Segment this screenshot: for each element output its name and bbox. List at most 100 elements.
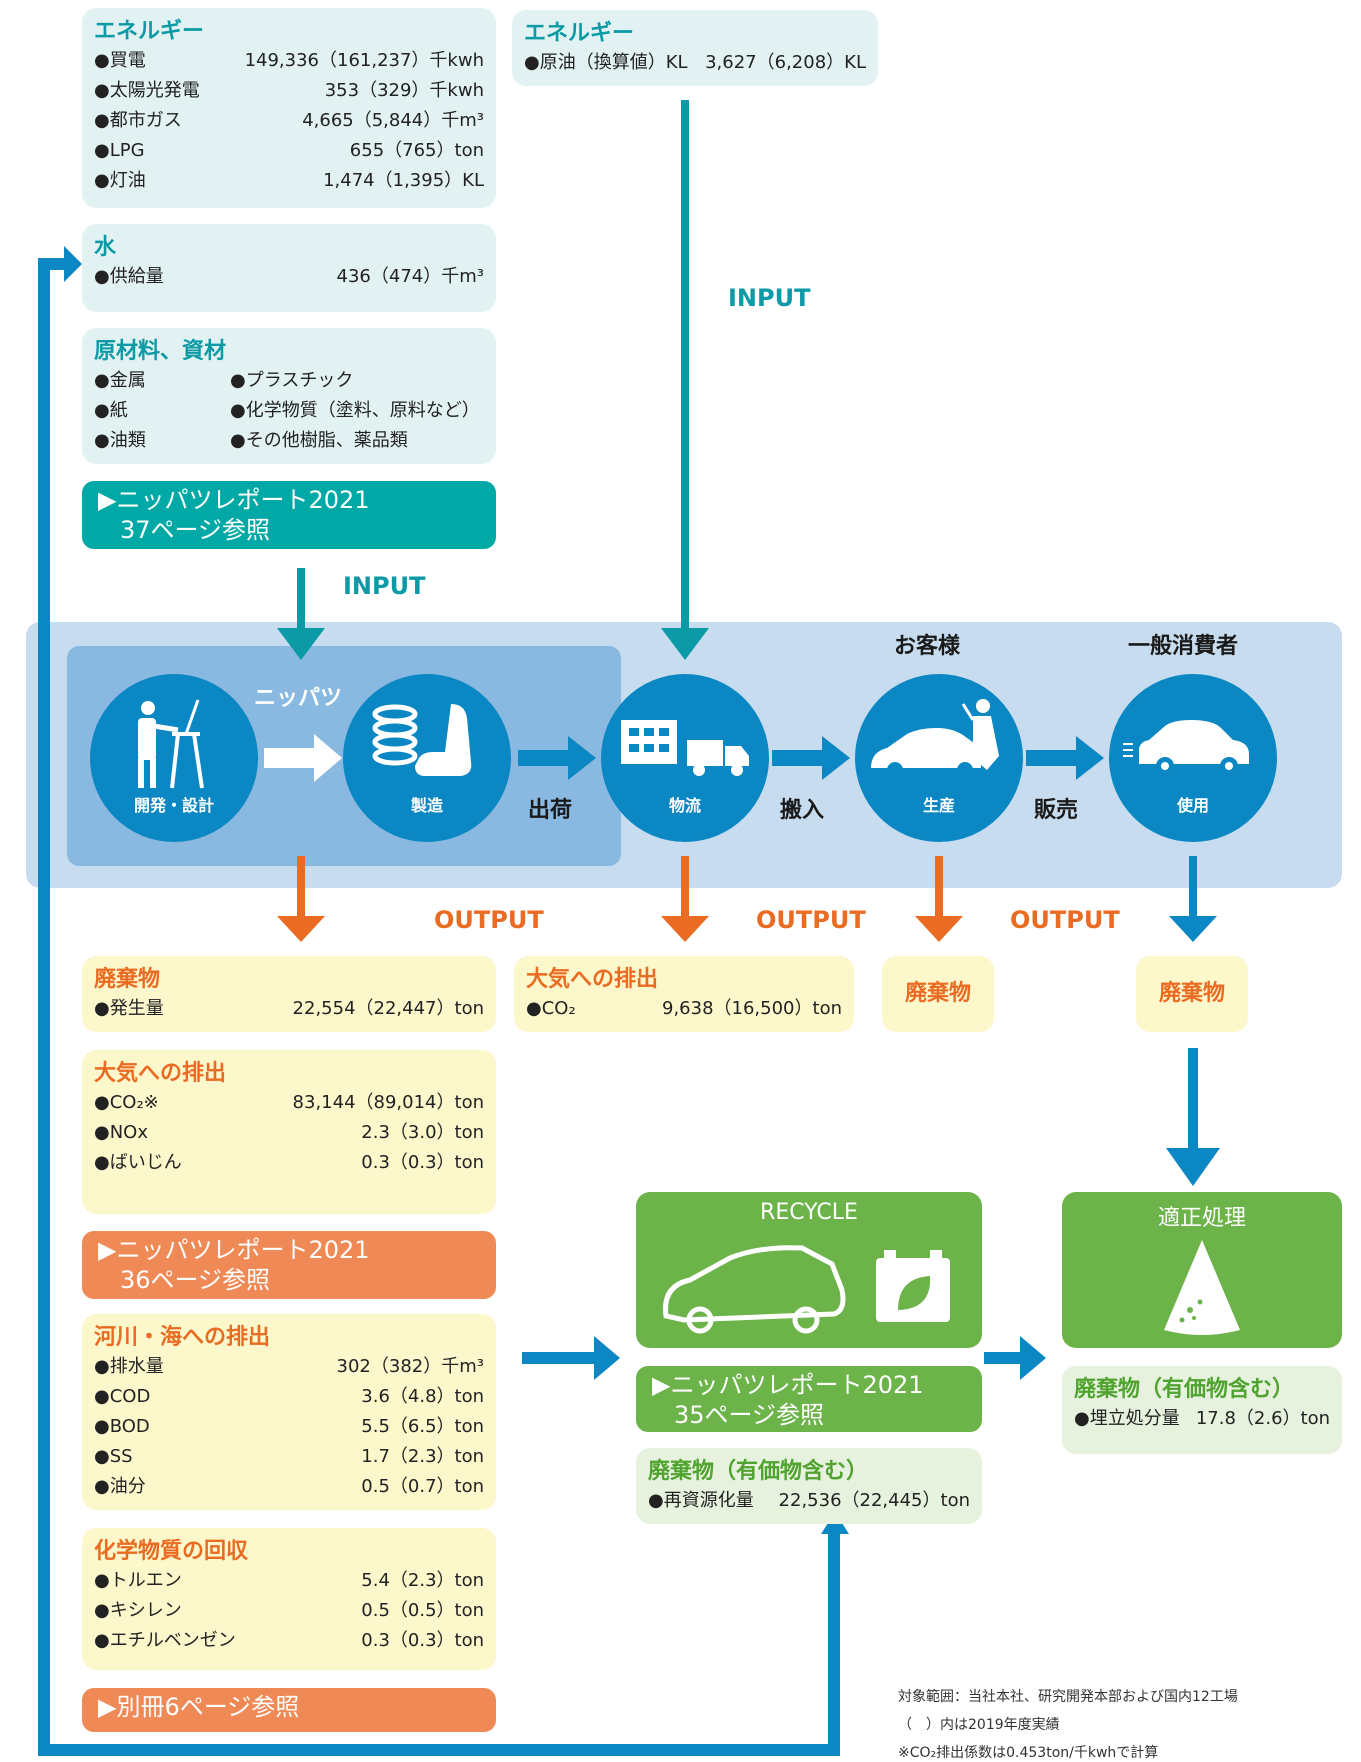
materials-input-title: 原材料、資材 (94, 339, 227, 364)
row-label: ●CO₂※ (94, 1092, 159, 1113)
row-label: ●BOD (94, 1416, 150, 1437)
year-note: （ ）内は2019年度実績 (898, 1717, 1060, 1733)
row-label: ●発生量 (94, 998, 164, 1019)
output-label-2: OUTPUT (756, 906, 866, 934)
material-item: ●金属 (94, 370, 146, 391)
row-value: 0.5（0.5）ton (361, 1600, 484, 1621)
stage-use-label: 使用 (1176, 796, 1209, 815)
shipping-label: 出荷 (528, 798, 573, 823)
row-value: 3,627（6,208）KL (705, 52, 866, 73)
row-value: 3.6（4.8）ton (361, 1386, 484, 1407)
row-value: 1,474（1,395）KL (323, 170, 484, 191)
ref-line-1: ▶ニッパツレポート2021 (98, 486, 370, 514)
water-output-row: ●BOD 5.5（6.5）ton (94, 1412, 484, 1442)
waste-output-title: 廃棄物 (94, 967, 161, 992)
water-input-title: 水 (94, 235, 117, 260)
stage-design-label: 開発・設計 (133, 796, 214, 815)
row-label: ●COD (94, 1386, 151, 1407)
arrow-shipping (518, 736, 596, 780)
input-arrow-left (277, 568, 325, 660)
disposal-title: 適正処理 (1157, 1206, 1246, 1231)
consumer-waste-title: 廃棄物 (1158, 981, 1225, 1006)
arrow-to-recycle (522, 1336, 620, 1380)
row-label: ●トルエン (94, 1570, 182, 1591)
ref-line-1: ▶別冊6ページ参照 (98, 1693, 300, 1721)
output-report-link[interactable]: ▶ニッパツレポート2021 36ページ参照 (82, 1231, 496, 1299)
row-label: ●買電 (94, 50, 146, 71)
customer-waste-box: 廃棄物 (882, 956, 994, 1032)
nippatsu-label: ニッパツ (254, 686, 343, 711)
delivery-label: 搬入 (780, 798, 825, 823)
material-item: ●紙 (94, 400, 128, 421)
logistics-energy-title: エネルギー (524, 21, 635, 46)
output-arrow-logistics (661, 856, 709, 942)
air-output-title: 大気への排出 (94, 1061, 227, 1086)
logistics-air-row: ●CO₂ 9,638（16,500）ton (526, 994, 842, 1024)
recycle-loop-line (38, 246, 849, 1756)
row-value: 22,554（22,447）ton (292, 998, 484, 1019)
row-value: 9,638（16,500）ton (662, 998, 842, 1019)
customer-waste-title: 廃棄物 (904, 981, 971, 1006)
arrow-sales (1026, 736, 1104, 780)
material-item: ●化学物質（塗料、原料など） (230, 400, 480, 421)
row-value: 655（765）ton (349, 140, 484, 161)
stage-design: 開発・設計 (90, 674, 258, 842)
air-output-box: 大気への排出 ●CO₂※ 83,144（89,014）ton ●NOx 2.3（3.… (82, 1050, 496, 1214)
stage-manufacture: 製造 (343, 674, 511, 842)
row-label: ●エチルベンゼン (94, 1630, 236, 1651)
recycle-panel: RECYCLE (636, 1192, 982, 1348)
stage-production: 生産 (855, 674, 1023, 842)
warehouse-truck-icon (621, 720, 749, 776)
spring-seat-icon (372, 704, 472, 776)
row-label: ●ばいじん (94, 1152, 182, 1173)
energy-input-title: エネルギー (94, 19, 205, 44)
air-row: ●CO₂※ 83,144（89,014）ton (94, 1088, 484, 1118)
row-value: 2.3（3.0）ton (361, 1122, 484, 1143)
output-arrow-use (1169, 856, 1217, 942)
stage-logistics: 物流 (601, 674, 769, 842)
waste-output-box: 廃棄物 ●発生量 22,554（22,447）ton (82, 956, 496, 1032)
row-label: ●都市ガス (94, 110, 182, 131)
water-output-title: 河川・海への排出 (94, 1325, 271, 1350)
material-item: ●油類 (94, 430, 146, 451)
row-value: 353（329）千kwh (324, 80, 484, 101)
consumer-label: 一般消費者 (1128, 634, 1239, 659)
recycle-report-link[interactable]: ▶ニッパツレポート2021 35ページ参照 (636, 1366, 982, 1432)
separate-volume-link[interactable]: ▶別冊6ページ参照 (82, 1688, 496, 1732)
output-arrow-production (915, 856, 963, 942)
scope-note: 対象範囲：当社本社、研究開発本部および国内12工場 (898, 1689, 1238, 1705)
row-value: 83,144（89,014）ton (292, 1092, 484, 1113)
input-label-left: INPUT (343, 572, 426, 600)
row-value: 5.5（6.5）ton (361, 1416, 484, 1437)
ref-line-2: 35ページ参照 (674, 1401, 825, 1429)
row-label: ●CO₂ (526, 998, 576, 1019)
ref-line-1: ▶ニッパツレポート2021 (652, 1371, 924, 1399)
stage-use: 使用 (1109, 674, 1277, 842)
input-report-link[interactable]: ▶ニッパツレポート2021 37ページ参照 (82, 481, 496, 549)
stage-manufacture-label: 製造 (410, 796, 443, 815)
waste-row: ●発生量 22,554（22,447）ton (94, 994, 484, 1024)
row-label: ●NOx (94, 1122, 148, 1143)
materials-input-box: 原材料、資材 ●金属 ●紙 ●油類 ●プラスチック ●化学物質（塗料、原料など）… (82, 328, 496, 464)
input-arrow-right (661, 100, 709, 660)
arrow-delivery (772, 736, 850, 780)
arrow-design-to-manufacture (264, 734, 342, 782)
